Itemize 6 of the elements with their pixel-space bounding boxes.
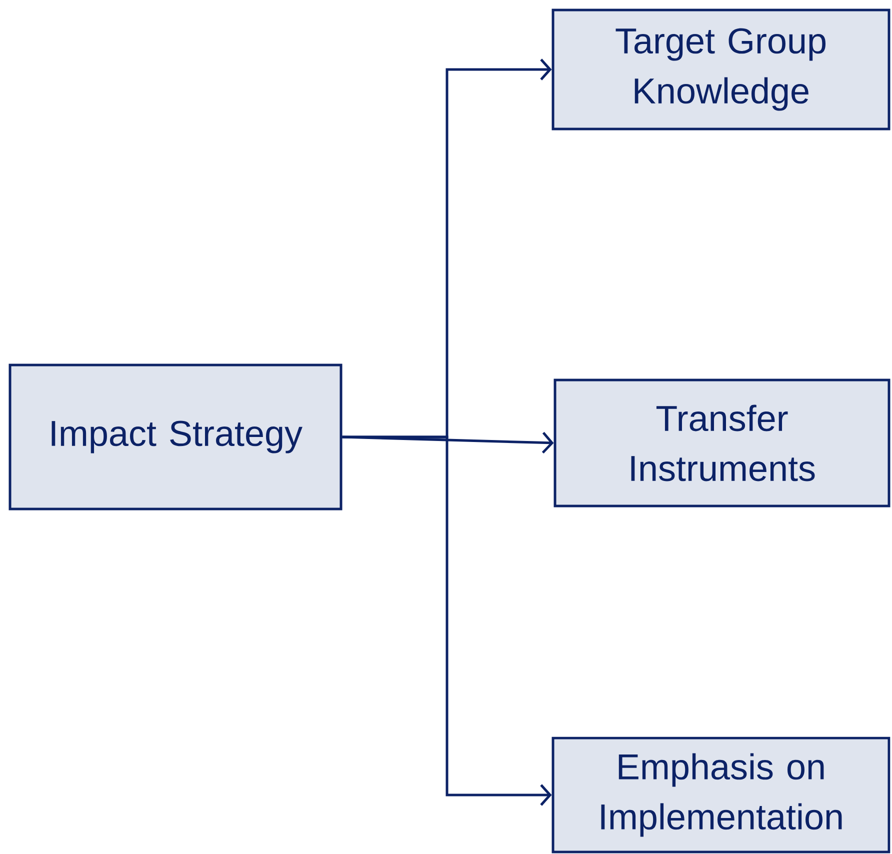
process-box: Target Group Knowledge (552, 8, 890, 130)
arrow (342, 432, 554, 454)
process-box: Emphasis on Implementation (552, 736, 890, 854)
process-box: Transfer Instruments (554, 378, 890, 508)
process-box: Impact Strategy (8, 364, 342, 510)
arrow (342, 436, 552, 806)
